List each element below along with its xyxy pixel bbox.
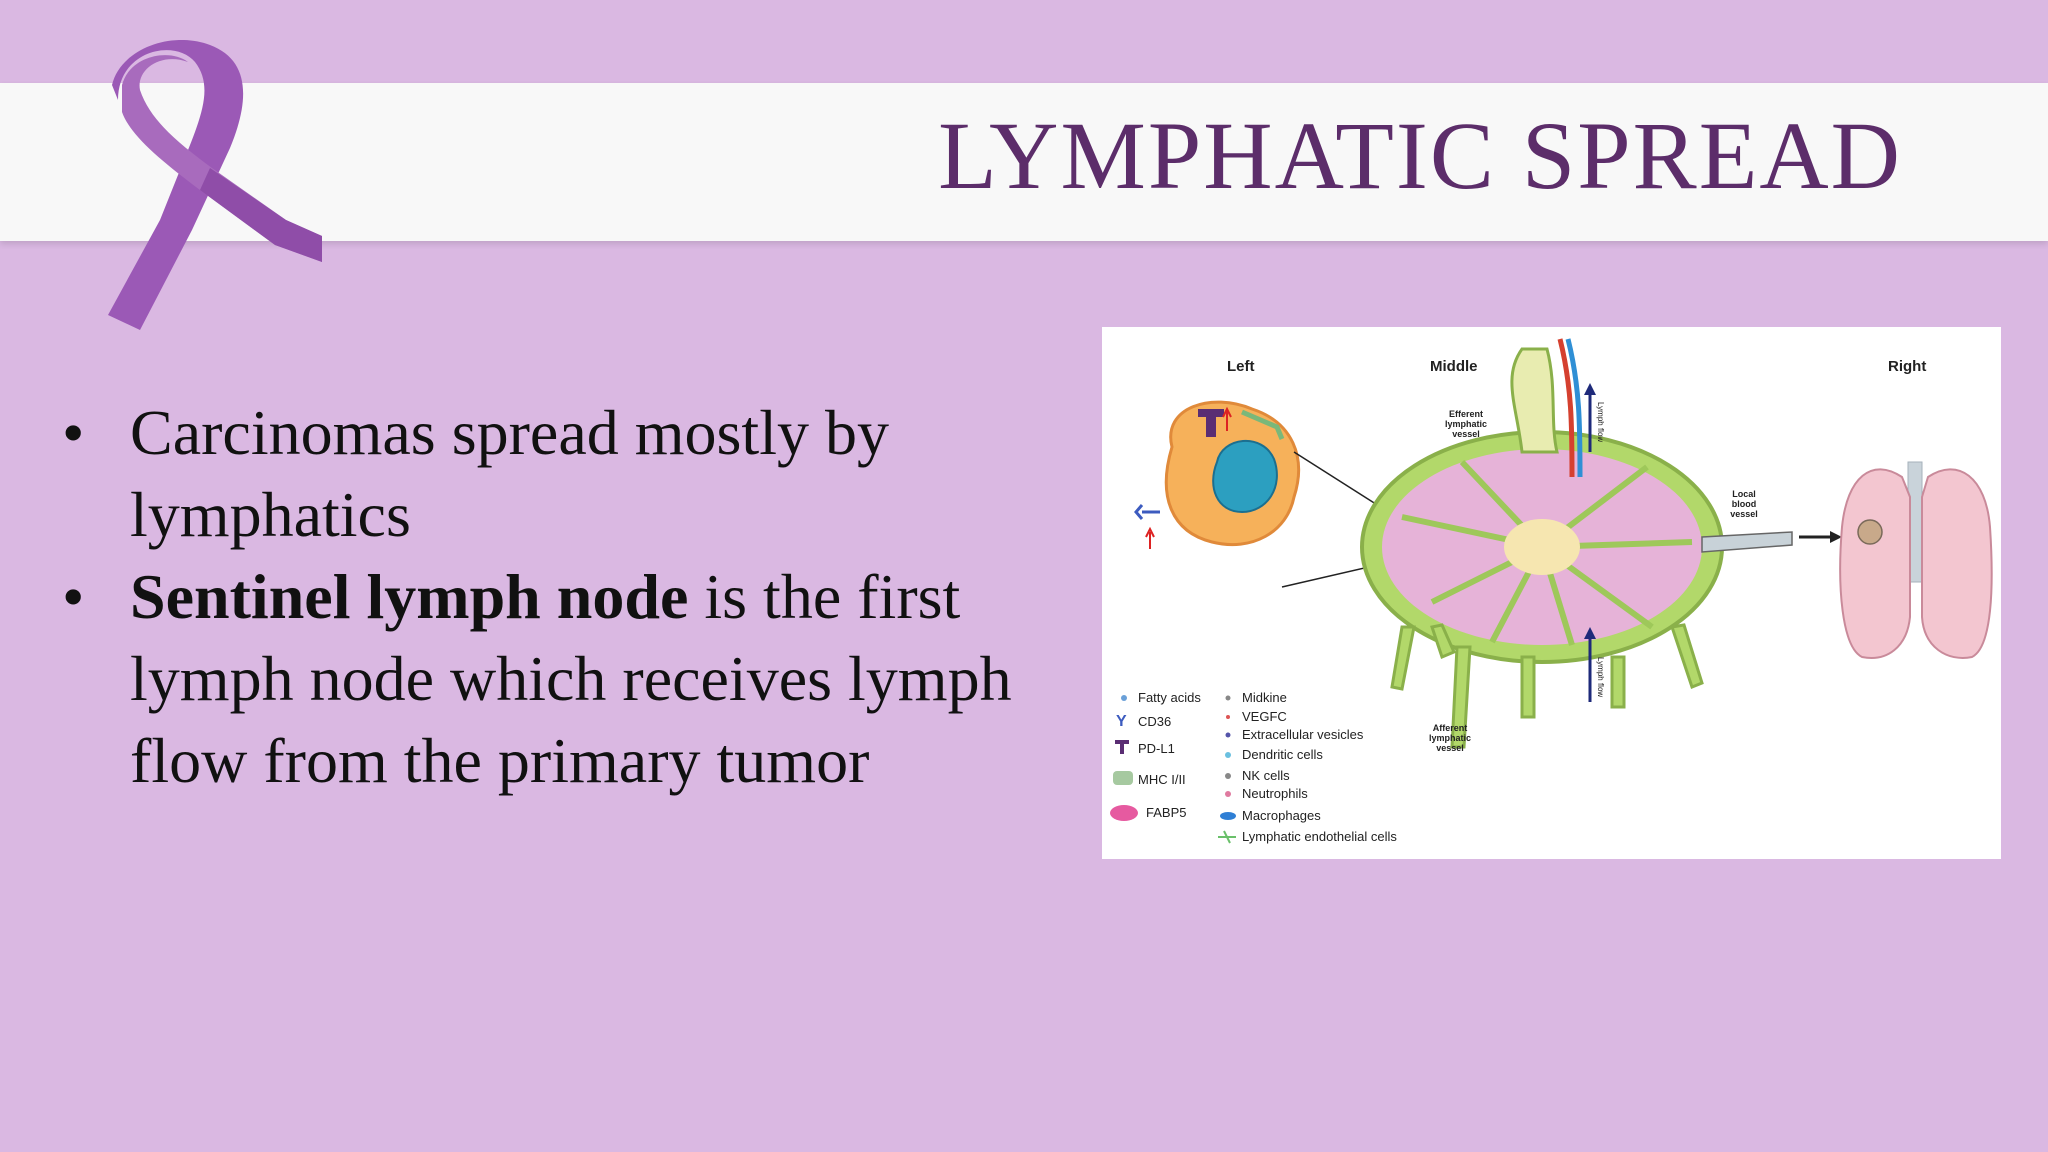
lymph-node-diagram: Left Middle Right xyxy=(1110,338,1993,844)
legend-item-fatty-acids: Fatty acids xyxy=(1138,690,1201,705)
panel-label-right: Right xyxy=(1888,358,1926,375)
lymph-node-figure: Left Middle Right xyxy=(1102,327,2001,859)
figure-legend: Fatty acids Y CD36 PD-L1 MHC I/II FABP5 … xyxy=(1110,690,1397,844)
fabp5-icon xyxy=(1110,805,1138,821)
mhc-icon xyxy=(1113,771,1133,785)
title-band xyxy=(0,83,2048,241)
lymph-flow-label-top: Lymph flow xyxy=(1596,402,1605,442)
legend-item-pd-l1: PD-L1 xyxy=(1138,741,1175,756)
afferent-label-2: lymphatic xyxy=(1429,733,1471,743)
legend-item-extracellular-vesicles: Extracellular vesicles xyxy=(1242,727,1364,742)
lungs-illustration xyxy=(1839,461,1993,659)
legend-item-cd36: CD36 xyxy=(1138,714,1171,729)
afferent-label-1: Afferent xyxy=(1433,723,1468,733)
cd36-icon: Y xyxy=(1116,713,1127,730)
efferent-label-2: lymphatic xyxy=(1445,419,1487,429)
legend-item-midkine: Midkine xyxy=(1242,690,1287,705)
panel-label-middle: Middle xyxy=(1430,358,1478,375)
bullet-list: •Carcinomas spread mostly by lymphatics … xyxy=(62,392,1042,802)
slide-title: LYMPHATIC SPREAD xyxy=(938,102,1902,209)
bullet-text: Carcinomas spread mostly by lymphatics xyxy=(130,397,889,550)
blood-vessel-label-3: vessel xyxy=(1730,509,1758,519)
efferent-label-3: vessel xyxy=(1452,429,1480,439)
bullet-item: • Carcinomas spread mostly by lymphatics xyxy=(62,392,1042,556)
legend-item-macrophages: Macrophages xyxy=(1242,808,1321,823)
awareness-ribbon-icon xyxy=(108,40,322,330)
blood-vessel-label-1: Local xyxy=(1732,489,1756,499)
legend-item-neutrophils: Neutrophils xyxy=(1242,786,1308,801)
bullet-bold-term: Sentinel lymph node xyxy=(130,561,689,632)
bullet-item: • Sentinel lymph node is the first lymph … xyxy=(62,556,1042,802)
lymph-flow-label-bottom: Lymph flow xyxy=(1596,657,1605,697)
legend-item-vegfc: VEGFC xyxy=(1242,709,1287,724)
efferent-label-1: Efferent xyxy=(1449,409,1483,419)
legend-item-fabp5: FABP5 xyxy=(1146,805,1186,820)
afferent-label-3: vessel xyxy=(1436,743,1464,753)
panel-label-left: Left xyxy=(1227,358,1255,375)
bullet-dot: • xyxy=(62,561,85,632)
tumor-cell-illustration xyxy=(1134,400,1301,549)
bullet-dot: • xyxy=(62,397,85,468)
legend-item-mhc: MHC I/II xyxy=(1138,772,1186,787)
legend-item-nk-cells: NK cells xyxy=(1242,768,1290,783)
blood-vessel-label-2: blood xyxy=(1732,499,1757,509)
lymph-node-illustration xyxy=(1360,338,1793,749)
legend-item-dendritic-cells: Dendritic cells xyxy=(1242,747,1323,762)
bullet-text: is the first lymph node which receives l… xyxy=(130,561,1012,796)
legend-item-lymphatic-endothelial-cells: Lymphatic endothelial cells xyxy=(1242,829,1397,844)
